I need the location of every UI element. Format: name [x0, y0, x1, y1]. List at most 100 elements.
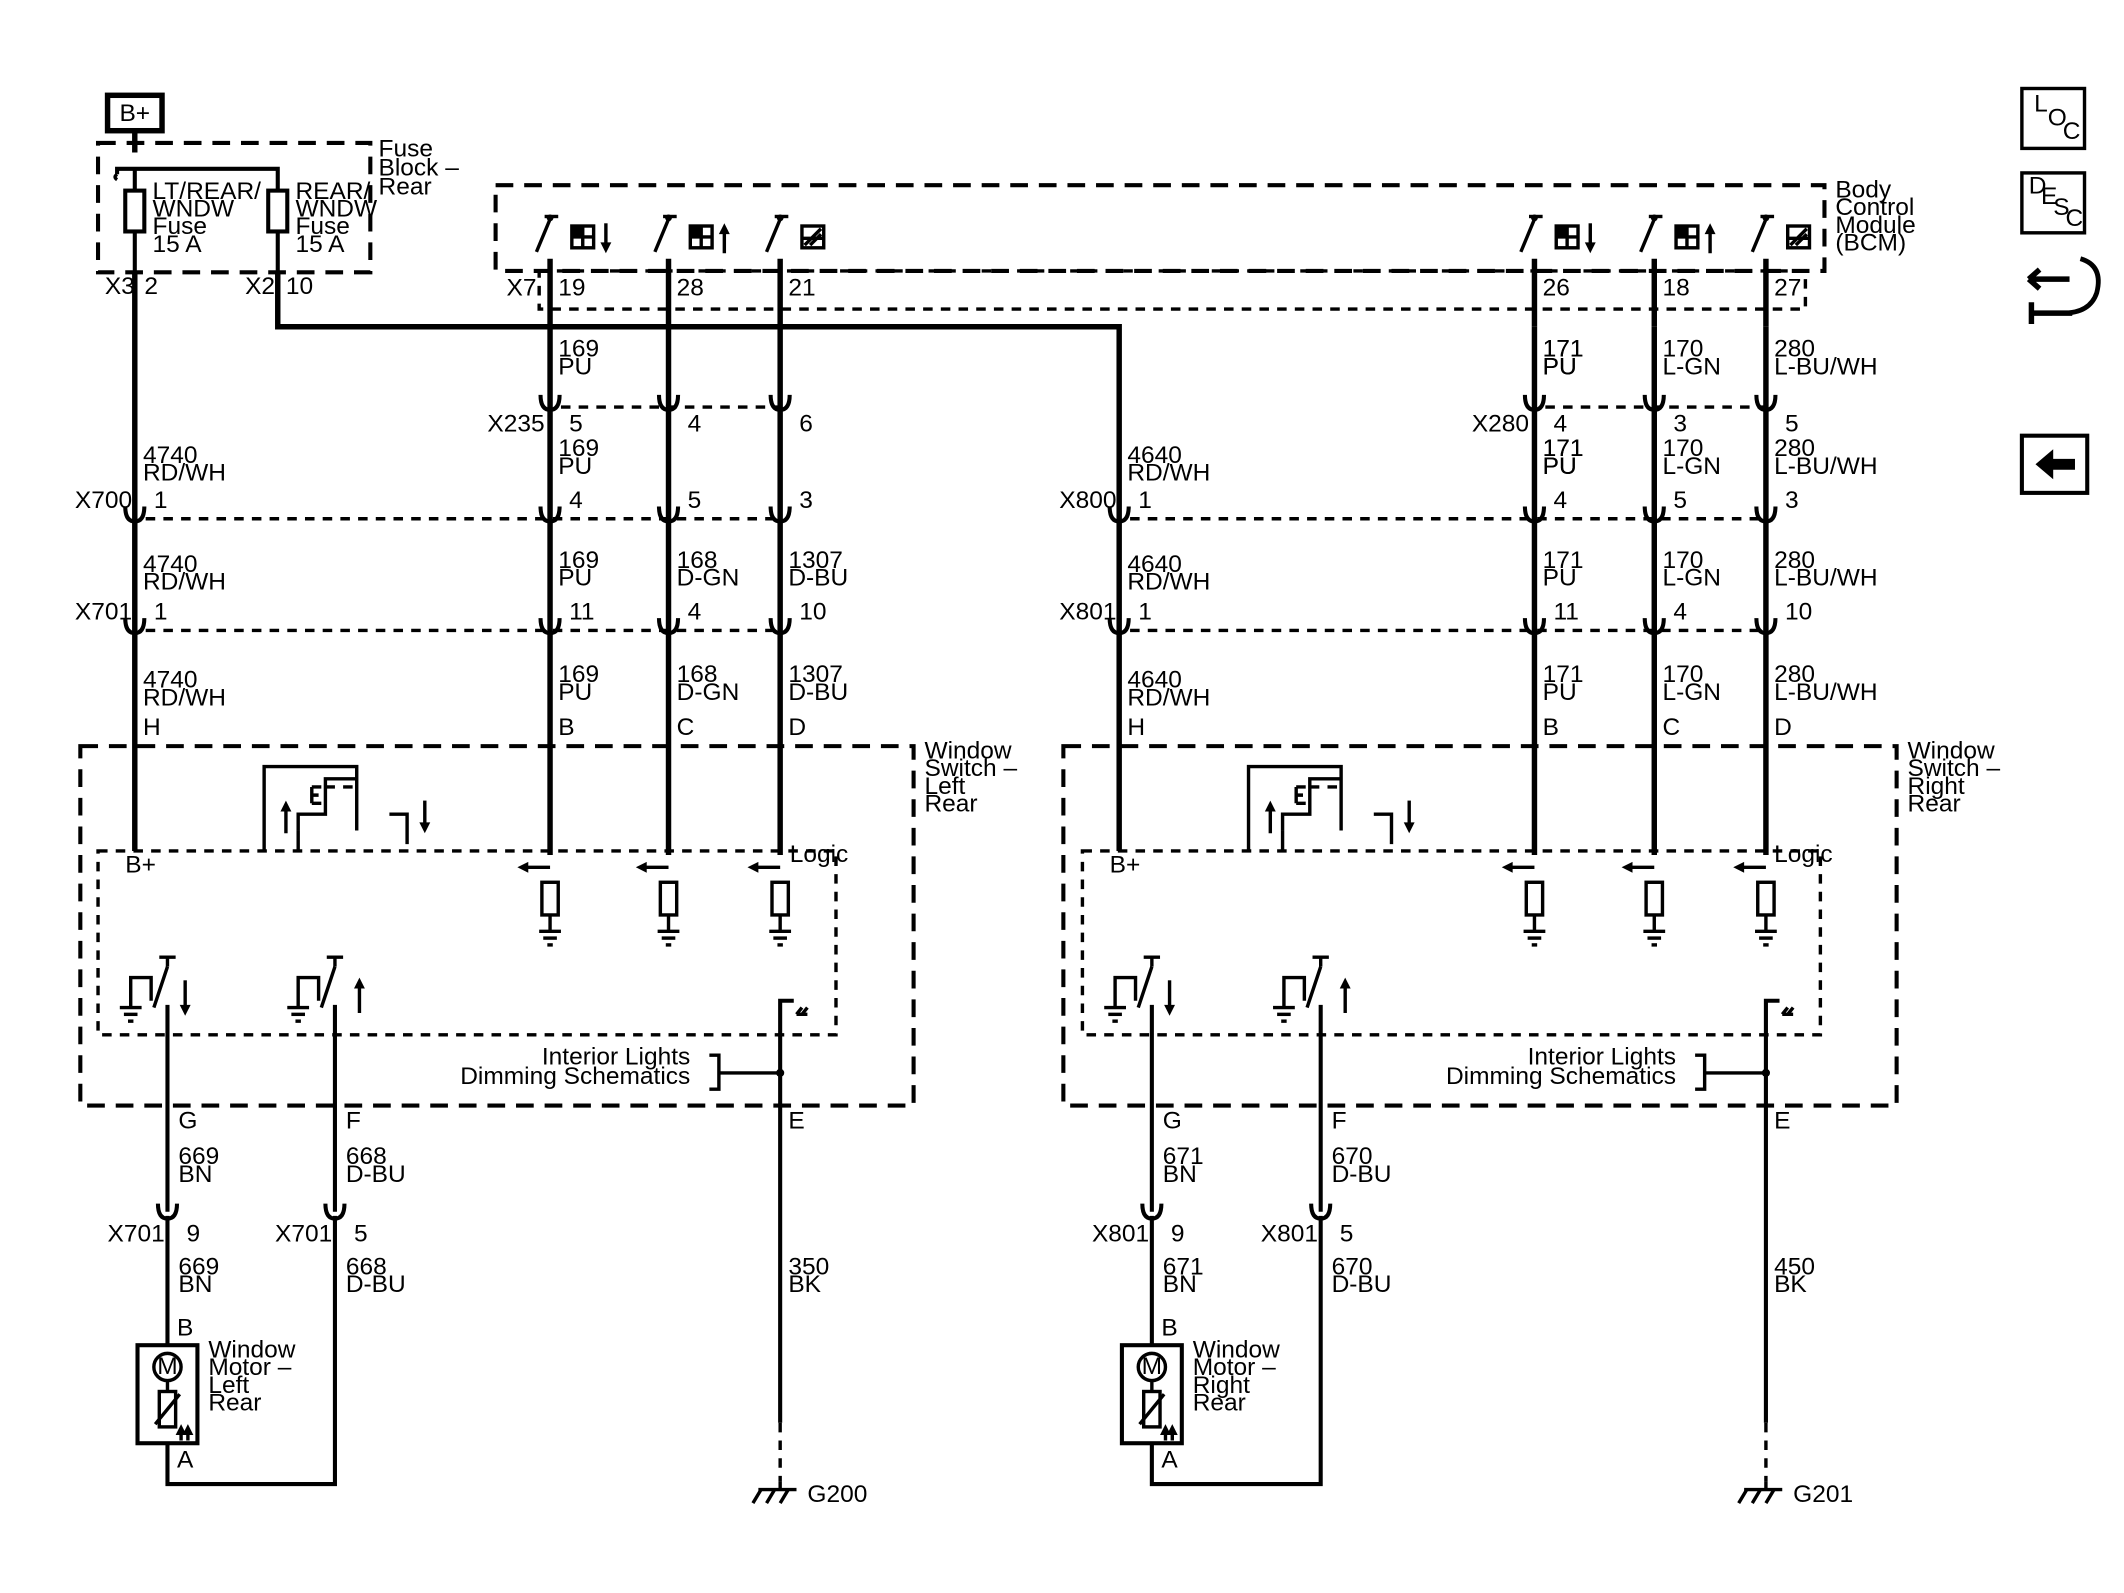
- right-pin-g: G: [1163, 1108, 1182, 1135]
- pulldown-resistor: [770, 880, 791, 917]
- desc-button[interactable]: D E S C: [2020, 171, 2087, 235]
- right-w3-c-circuit: 280: [1774, 547, 1815, 574]
- fuse2-label-1: REAR/: [295, 178, 370, 205]
- bcm-pin-4: 26: [1543, 274, 1570, 301]
- connector-tool-icon[interactable]: [2026, 256, 2101, 325]
- left-w1-b-color: PU: [558, 453, 592, 480]
- left-c2-terminal-2: [656, 506, 681, 524]
- right-w1-a-color: PU: [1543, 353, 1577, 380]
- right-feed3-color: RD/WH: [1127, 684, 1210, 711]
- left-pin-f: F: [346, 1108, 361, 1135]
- arrow-head: [718, 223, 730, 235]
- right-bottom-conn-pin-2: 5: [1340, 1221, 1354, 1248]
- bcm-connector: X7: [506, 274, 536, 301]
- right-window-switch-box: [1061, 744, 1899, 1108]
- switch-lead: [1282, 975, 1307, 1008]
- switch-lead: [129, 975, 153, 1008]
- dimmer-icon: [801, 227, 824, 247]
- chassis-ground-icon: [751, 1481, 797, 1505]
- left-mw2-a-color: D-BU: [346, 1161, 406, 1188]
- input-arrow-icon: [1733, 861, 1745, 873]
- left-bplus-label: B+: [125, 852, 156, 879]
- fuse2-label-4: 15 A: [295, 231, 345, 258]
- arrow-head: [1339, 977, 1351, 989]
- fuse-block-label-1: Fuse: [379, 136, 433, 163]
- input-arrow-icon: [517, 861, 529, 873]
- fuse2-label-2: WNDW: [295, 195, 378, 222]
- left-motor-pin-b: B: [177, 1315, 193, 1342]
- right-bplus-label: B+: [1110, 852, 1141, 879]
- left-w1-d-color: PU: [558, 679, 592, 706]
- right-w2-b-circuit: 170: [1662, 435, 1703, 462]
- right-motor-pin-b: B: [1161, 1315, 1177, 1342]
- left-mid-conn: X235: [487, 411, 544, 438]
- left-motor-pin-a: A: [177, 1447, 194, 1474]
- fuse-conn-x3-pin: 2: [144, 273, 158, 300]
- arrow-head: [1584, 242, 1596, 254]
- left-w1-c-circuit: 169: [558, 547, 599, 574]
- right-switch-pin-4: D: [1774, 714, 1792, 741]
- relay-letter-icon: [310, 785, 322, 806]
- right-motor-switch-2: [1273, 955, 1351, 1212]
- left-w2-c-circuit: 168: [677, 547, 718, 574]
- motor-wire-a-loop: [1149, 1215, 1323, 1487]
- right-mw1-b-circuit: 671: [1163, 1253, 1204, 1280]
- left-ground-label: G200: [807, 1481, 867, 1508]
- left-dimming-2: Dimming Schematics: [460, 1063, 690, 1090]
- left-c2-pin-3: 3: [799, 487, 813, 514]
- arrow-head: [419, 822, 431, 834]
- bcm-switch-5: 18: [1639, 214, 1716, 327]
- right-conn-x700: X800: [1059, 487, 1116, 514]
- right-w2-c-circuit: 170: [1662, 547, 1703, 574]
- left-switch-pin-4: D: [788, 714, 806, 741]
- back-button[interactable]: [2019, 433, 2090, 495]
- left-window-motor: M: [135, 1343, 200, 1446]
- right-w2-c-color: L-GN: [1662, 564, 1721, 591]
- left-feed-conn-2: [123, 618, 147, 636]
- left-conn-x700-pin: 1: [154, 487, 168, 514]
- right-conn-x700-pin: 1: [1138, 487, 1152, 514]
- right-mid-pin-3: 5: [1785, 411, 1799, 438]
- left-bottom-conn-pin-2: 5: [354, 1221, 368, 1248]
- left-w2-c-color: D-GN: [677, 564, 740, 591]
- pulldown-resistor: [658, 880, 679, 917]
- right-w2-d-circuit: 170: [1662, 661, 1703, 688]
- motor-letter: M: [1142, 1353, 1162, 1380]
- chassis-ground-icon: [1780, 1006, 1795, 1017]
- left-feed1-circuit: 4740: [143, 442, 198, 469]
- desc-letter-s: S: [2053, 194, 2069, 221]
- right-pin-e: E: [1774, 1108, 1790, 1135]
- switch-blade: [534, 218, 552, 253]
- pulldown-resistor: [540, 880, 560, 917]
- right-w3-a-circuit: 280: [1774, 336, 1815, 363]
- switch-blade: [764, 218, 782, 253]
- desc-letter-e: E: [2041, 183, 2057, 210]
- fuse2-label-3: Fuse: [295, 213, 349, 240]
- left-w1-a-color: PU: [558, 353, 592, 380]
- loc-button[interactable]: L O C: [2020, 86, 2087, 151]
- right-conn-x701: X801: [1059, 599, 1116, 626]
- left-w1-d-circuit: 169: [558, 661, 599, 688]
- right-pin-f: F: [1332, 1108, 1347, 1135]
- bcm-pin-5: 18: [1662, 274, 1689, 301]
- arrow-head: [280, 800, 292, 812]
- right-switch-pin-1: H: [1127, 714, 1145, 741]
- right-mw2-b-circuit: 670: [1332, 1253, 1373, 1280]
- fuse1-label-4: 15 A: [152, 231, 202, 258]
- left-w2-d-color: D-GN: [677, 679, 740, 706]
- arrow-head: [179, 1004, 191, 1016]
- right-dimming-2: Dimming Schematics: [1446, 1063, 1676, 1090]
- bcm-pin-6: 27: [1774, 274, 1801, 301]
- right-w3-d-color: L-BU/WH: [1774, 679, 1877, 706]
- right-w1-d-color: PU: [1543, 679, 1577, 706]
- relay-contact-2: [389, 812, 409, 845]
- relay-letter-icon: [1294, 785, 1306, 806]
- ground-icon: [769, 929, 792, 947]
- sensor-slash: [153, 1393, 182, 1426]
- desc-letter-c: C: [2065, 205, 2083, 232]
- right-w2-b-color: L-GN: [1662, 453, 1721, 480]
- right-mw1-b-color: BN: [1163, 1271, 1197, 1298]
- left-w3-c-color: D-BU: [788, 564, 848, 591]
- dimming-bracket: [709, 1053, 781, 1091]
- left-bottom-conn-pin-1: 9: [187, 1221, 201, 1248]
